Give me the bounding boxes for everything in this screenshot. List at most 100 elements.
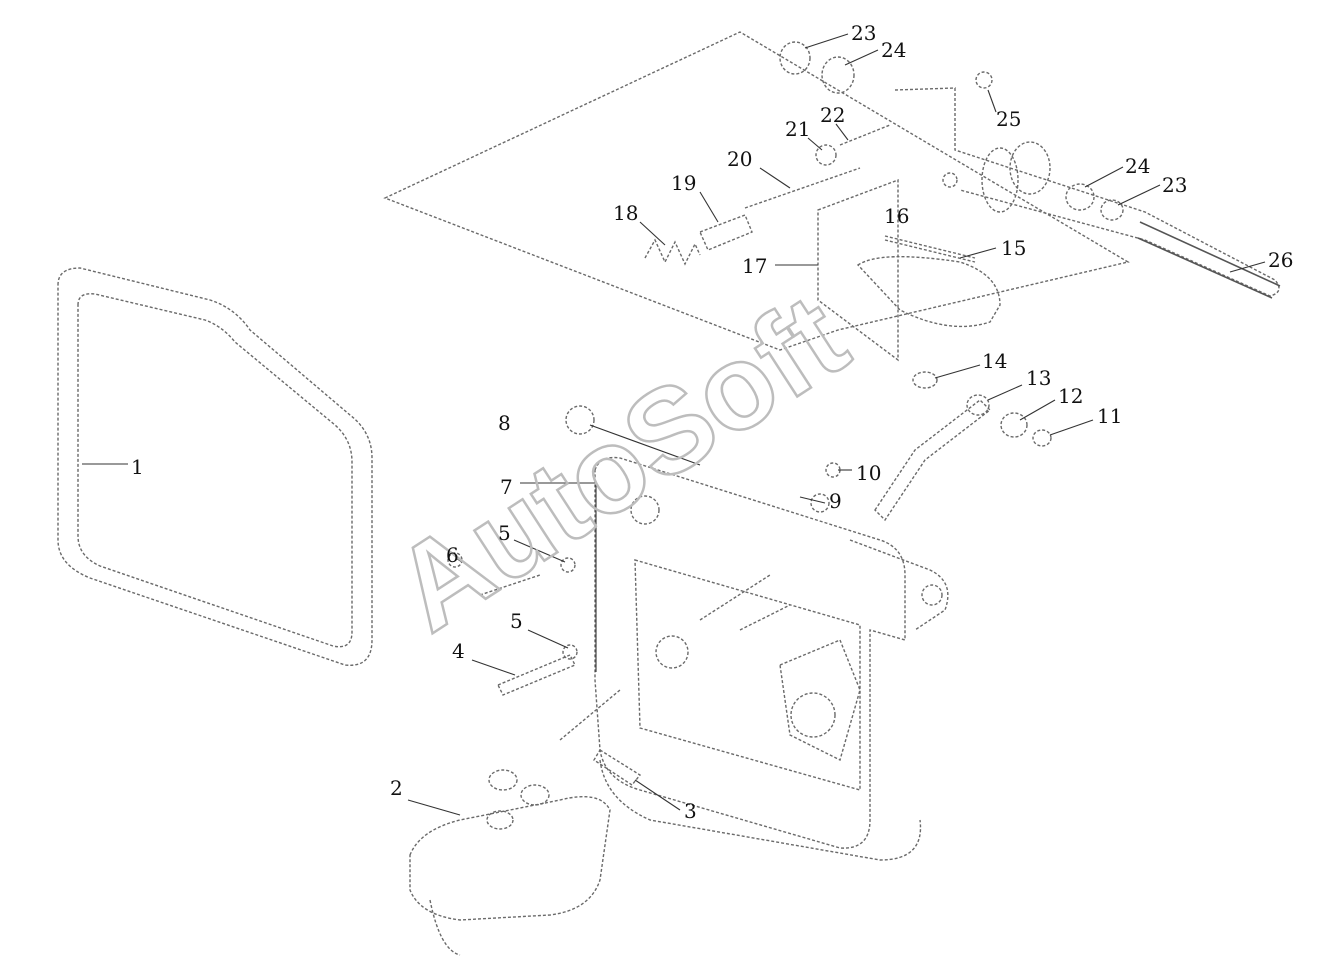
- cap-lever: [1032, 429, 1052, 447]
- bushing-top: [821, 56, 855, 94]
- callout-18: 18: [613, 201, 638, 225]
- plug: [975, 71, 993, 89]
- leader-5a: [513, 539, 566, 563]
- leader-11: [1049, 419, 1094, 436]
- leader-15: [959, 247, 997, 259]
- leader-7: [520, 482, 597, 672]
- internal-hub: [790, 692, 836, 738]
- callout-22: 22: [820, 103, 845, 127]
- callout-23a: 23: [851, 21, 876, 45]
- housing-arm: [849, 539, 949, 631]
- rod: [744, 167, 861, 209]
- connector-line: [559, 689, 621, 741]
- callout-25: 25: [996, 107, 1021, 131]
- leader-20: [759, 167, 791, 189]
- callout-13: 13: [1026, 366, 1051, 390]
- manifold-ring-1: [488, 769, 518, 791]
- leader-3: [634, 779, 681, 811]
- gasket-frame: [57, 267, 373, 666]
- housing-hole: [655, 635, 689, 669]
- pivot-block: [894, 87, 1280, 297]
- leader-13: [987, 384, 1023, 401]
- leader-18: [639, 221, 666, 246]
- callout-9: 9: [829, 489, 842, 513]
- callout-23b: 23: [1162, 173, 1187, 197]
- gasket-frame-inner: [77, 293, 353, 648]
- callout-26: 26: [1268, 248, 1293, 272]
- callout-24b: 24: [1125, 154, 1150, 178]
- callout-11: 11: [1097, 404, 1122, 428]
- callout-16: 16: [884, 204, 909, 228]
- nut: [942, 172, 958, 188]
- callout-17: 17: [742, 254, 767, 278]
- callout-4: 4: [452, 639, 465, 663]
- bushing-lever: [1000, 412, 1028, 438]
- callout-3: 3: [684, 799, 697, 823]
- leader-22: [835, 123, 849, 141]
- pin-3: [593, 749, 642, 786]
- callout-21: 21: [785, 117, 810, 141]
- leader-24b: [1084, 166, 1124, 188]
- leader-14: [934, 364, 981, 379]
- callout-14: 14: [982, 349, 1007, 373]
- internal-links: [699, 574, 791, 631]
- screw: [839, 124, 891, 146]
- housing-window: [634, 559, 861, 791]
- leader-9: [799, 496, 826, 504]
- callout-5b: 5: [510, 609, 523, 633]
- leader-4: [471, 659, 516, 676]
- washer-right: [1100, 199, 1124, 221]
- callout-7: 7: [500, 475, 513, 499]
- lever-eye: [966, 394, 990, 416]
- watermark: AutoSoft: [371, 269, 869, 657]
- pad: [884, 239, 976, 263]
- bracket: [817, 178, 899, 362]
- internal-lever: [779, 639, 861, 762]
- leader-23a: [804, 33, 849, 49]
- leader-2: [407, 799, 461, 816]
- leader-19: [699, 191, 719, 223]
- bushing-right: [1065, 183, 1095, 211]
- pin-head: [815, 144, 837, 166]
- callout-5a: 5: [498, 521, 511, 545]
- callout-24a: 24: [881, 38, 906, 62]
- leader-21: [807, 137, 823, 151]
- pin-lever: [912, 371, 938, 389]
- housing-lower-rim: [599, 759, 922, 861]
- washer-5b: [562, 644, 578, 660]
- main-housing: [594, 456, 906, 849]
- callout-19: 19: [671, 171, 696, 195]
- housing-bore: [630, 495, 660, 525]
- boss-ring: [981, 147, 1019, 213]
- bolt-4: [497, 654, 576, 696]
- callout-6: 6: [446, 543, 459, 567]
- sleeve: [1009, 141, 1051, 195]
- callout-10: 10: [856, 461, 881, 485]
- housing-boss: [921, 584, 943, 606]
- leader-23b: [1117, 184, 1161, 206]
- washer-8: [565, 405, 595, 435]
- nut-9: [810, 493, 830, 513]
- washer-5a: [560, 557, 576, 573]
- leader-5b: [527, 629, 569, 649]
- leader-12: [1019, 399, 1056, 421]
- pin-shaft: [1137, 221, 1281, 299]
- leader-24a: [844, 49, 879, 66]
- manifold-ring-3: [486, 810, 514, 830]
- lever: [874, 399, 992, 522]
- stud: [479, 574, 541, 596]
- manifold-ring-2: [520, 784, 550, 806]
- callout-12: 12: [1058, 384, 1083, 408]
- leader-8: [589, 424, 701, 466]
- leader-6: [455, 557, 463, 563]
- washer-top: [779, 41, 811, 75]
- callout-8: 8: [498, 411, 511, 435]
- spring: [644, 238, 701, 266]
- nut-6: [447, 552, 463, 568]
- pin: [699, 214, 753, 251]
- leader-26: [1229, 261, 1266, 273]
- callout-1: 1: [131, 455, 144, 479]
- washer-10: [825, 462, 841, 478]
- leader-25: [987, 89, 997, 113]
